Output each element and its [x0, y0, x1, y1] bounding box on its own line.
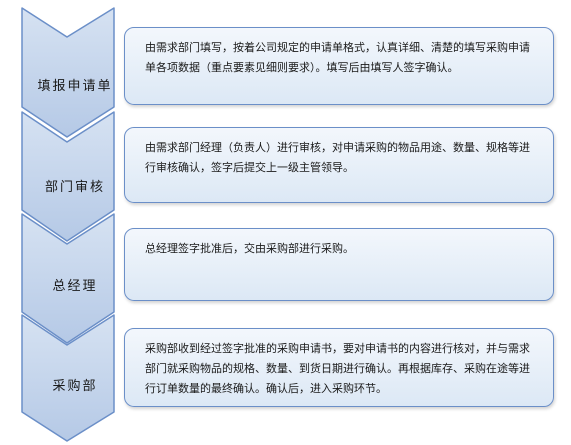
step-2-description: 由需求部门经理（负责人）进行审核，对申请采购的物品用途、数量、规格等进行审核确认… — [124, 127, 554, 203]
step-3-label: 总经理 — [52, 279, 98, 294]
step-1-label: 填报申请单 — [37, 79, 113, 94]
step-4-description: 采购部收到经过签字批准的采购申请书，要对申请书的内容进行核对，并与需求部门就采购… — [124, 328, 554, 407]
chevron-step-4 — [21, 314, 115, 442]
step-3-description: 总经理签字批准后，交由采购部进行采购。 — [124, 228, 554, 301]
step-2-label: 部门审核 — [44, 180, 105, 195]
chevron-step-1 — [21, 7, 115, 138]
chevron-step-2 — [21, 111, 115, 242]
chevron-step-3 — [21, 213, 115, 344]
step-1-description: 由需求部门填写，按着公司规定的申请单格式，认真详细、清楚的填写采购申请单各项数据… — [124, 27, 554, 105]
step-4-label: 采购部 — [52, 379, 98, 394]
